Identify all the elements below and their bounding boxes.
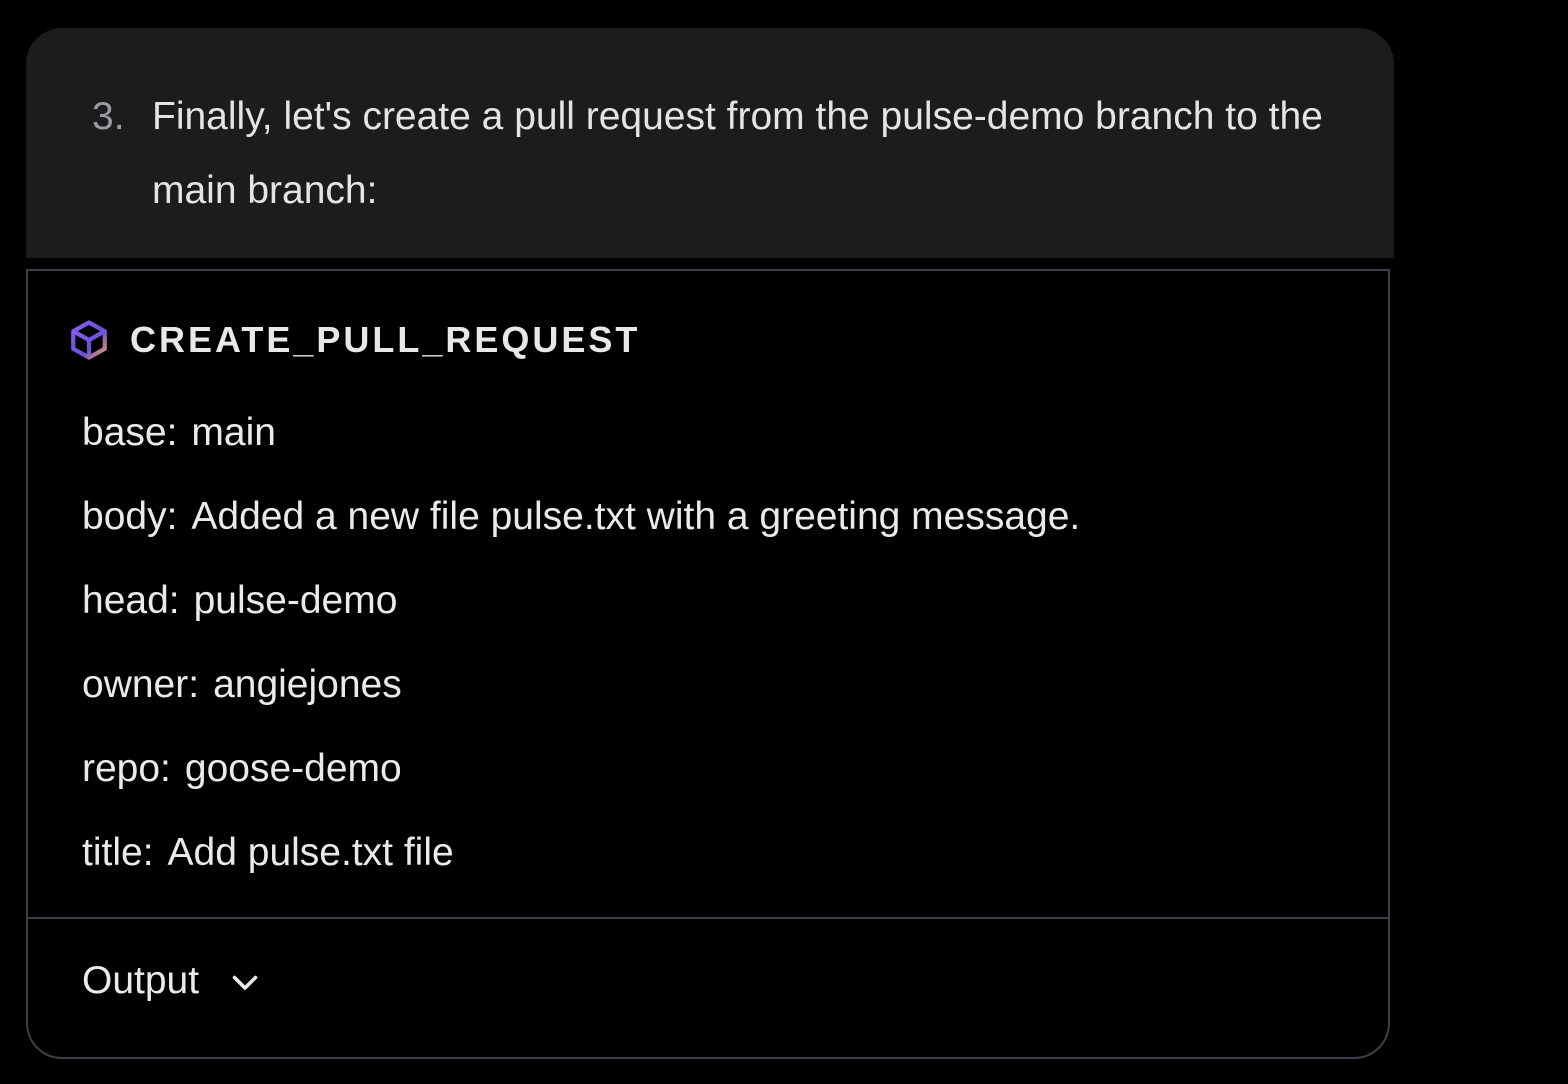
param-key: body: — [82, 495, 178, 538]
output-label: Output — [82, 959, 200, 1002]
param-key: base: — [82, 411, 178, 454]
tool-name: CREATE_PULL_REQUEST — [130, 319, 641, 360]
param-row: body: Added a new file pulse.txt with a g… — [82, 487, 1080, 571]
param-value: Added a new file pulse.txt with a greeti… — [191, 495, 1081, 538]
assistant-message: 3. Finally, let's create a pull request … — [26, 28, 1394, 258]
param-row: owner: angiejones — [82, 655, 1080, 739]
param-value: pulse-demo — [193, 579, 398, 622]
param-key: owner: — [82, 663, 200, 706]
param-row: base: main — [82, 403, 1080, 487]
param-value: Add pulse.txt file — [167, 831, 454, 874]
param-row: head: pulse-demo — [82, 571, 1080, 655]
param-key: head: — [82, 579, 180, 622]
param-value: goose-demo — [184, 747, 402, 790]
divider — [28, 917, 1388, 919]
list-item: 3. Finally, let's create a pull request … — [92, 80, 1352, 228]
param-value: main — [191, 411, 276, 454]
tool-call-card: CREATE_PULL_REQUEST base: main body: Added… — [26, 269, 1390, 1059]
tool-header: CREATE_PULL_REQUEST — [68, 319, 640, 361]
tool-params: base: main body: Added a new file pulse.tx… — [82, 403, 1080, 907]
param-key: title: — [82, 831, 154, 874]
param-row: repo: goose-demo — [82, 739, 1080, 823]
param-key: repo: — [82, 747, 171, 790]
message-text: Finally, let's create a pull request fro… — [152, 95, 1323, 212]
list-number: 3. — [92, 95, 125, 138]
param-row: title: Add pulse.txt file — [82, 823, 1080, 907]
param-value: angiejones — [213, 663, 402, 706]
cube-icon — [71, 320, 107, 360]
output-toggle-button[interactable]: Output — [82, 959, 263, 1003]
chevron-down-icon — [232, 975, 258, 990]
